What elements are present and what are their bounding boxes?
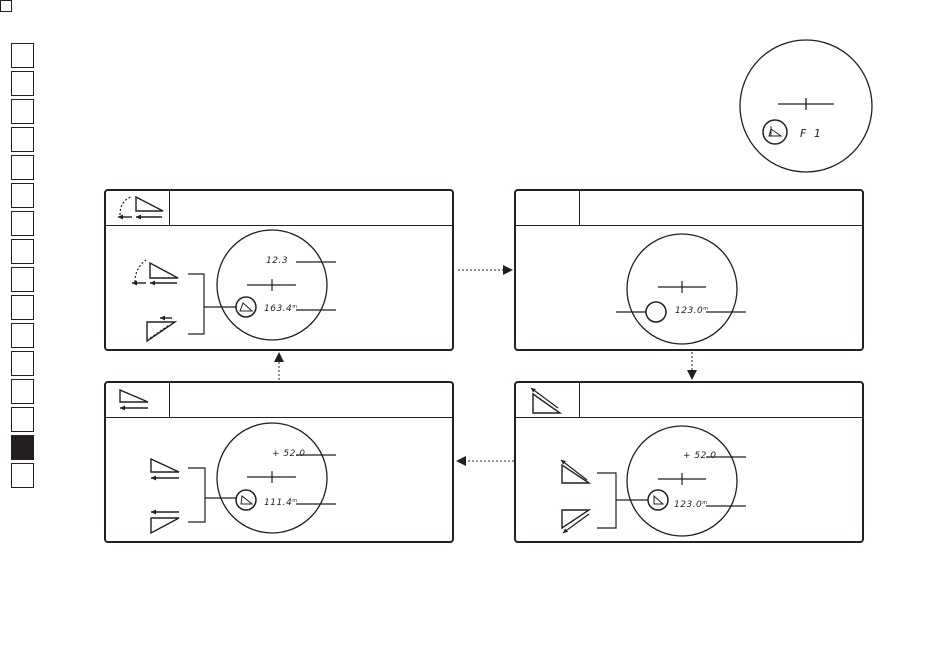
flow-arrow-icon xyxy=(274,352,284,380)
flow-arrow-icon xyxy=(458,265,513,275)
flow-arrow-icon xyxy=(687,352,697,380)
flow-arrow-icon xyxy=(456,456,514,466)
